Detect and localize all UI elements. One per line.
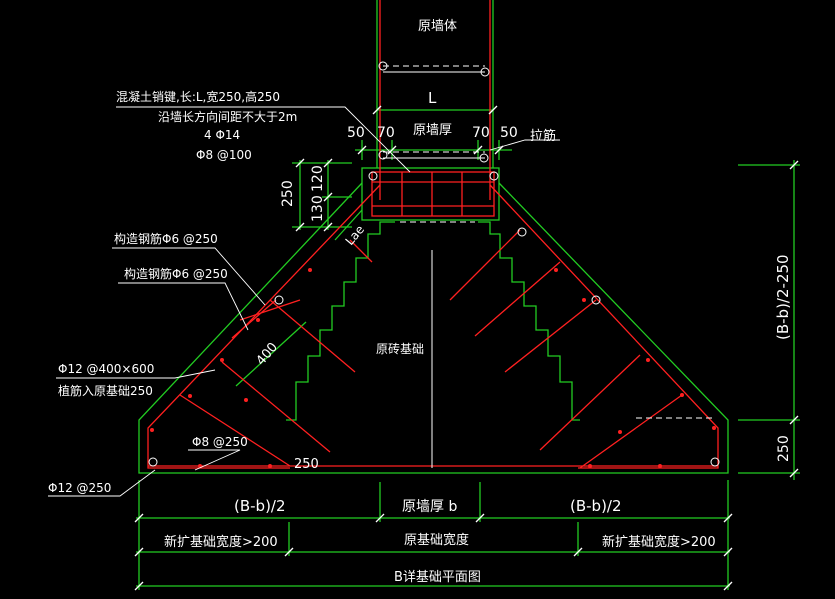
label-orig-width: 原基础宽度: [404, 532, 469, 548]
label-250-left: 250: [280, 180, 296, 207]
label-B-total: B详基础平面图: [394, 570, 481, 585]
anchor-line-4: Φ8 @100: [196, 148, 252, 162]
label-dim-L: L: [428, 89, 437, 107]
leader-lines: [48, 106, 560, 497]
label-wall-thick-b: 原墙厚 b: [402, 499, 457, 515]
label-tie-bar: 拉筋: [530, 128, 556, 144]
dashed-lines: [383, 65, 712, 468]
anchor-line-3: 4 Φ14: [204, 128, 240, 142]
bar-dots: [150, 268, 716, 468]
label-orig-foundation: 原砖基础: [376, 341, 424, 356]
dim-ticks: [134, 105, 799, 591]
label-wall-thickness: 原墙厚: [413, 123, 452, 138]
label-right-upper: (B-b)/2-250: [774, 254, 792, 340]
label-right-lower: 250: [776, 435, 792, 462]
anchor-line-2: 沿墙长方向间距不大于2m: [158, 109, 297, 124]
label-wall-body: 原墙体: [418, 19, 457, 34]
label-400: 400: [254, 340, 281, 369]
label-250-bottom: 250: [294, 457, 319, 472]
label-70-left: 70: [377, 125, 395, 141]
label-construct-bar-1: 构造钢筋Φ6 @250: [114, 231, 218, 246]
label-50-right: 50: [500, 125, 518, 141]
label-new-width-right: 新扩基础宽度>200: [602, 534, 716, 550]
label-120: 120: [310, 165, 326, 192]
structure-outline: [136, 0, 800, 590]
label-Bb2-left: (B-b)/2: [234, 497, 286, 515]
anchor-line-1: 混凝土销键,长:L,宽250,高250: [116, 89, 280, 104]
label-50-left: 50: [347, 125, 365, 141]
label-construct-bar-2: 构造钢筋Φ6 @250: [124, 266, 228, 281]
label-anchor-bar-1: Φ12 @400×600: [58, 362, 154, 376]
label-lae: Lae: [343, 223, 367, 248]
label-130: 130: [310, 195, 326, 222]
label-70-right: 70: [472, 125, 490, 141]
label-Bb2-right: (B-b)/2: [570, 497, 622, 515]
label-stirrup: Φ8 @250: [192, 435, 248, 449]
label-anchor-bar-2: 植筋入原基础250: [58, 383, 153, 398]
reinforcement: [147, 0, 719, 469]
label-bottom-bar: Φ12 @250: [48, 481, 111, 495]
text-layer: 原墙体 L 原墙厚 50 70 70 50 拉筋 混凝土销键,长:L,宽250,…: [48, 19, 792, 585]
label-new-width-left: 新扩基础宽度>200: [164, 534, 278, 550]
